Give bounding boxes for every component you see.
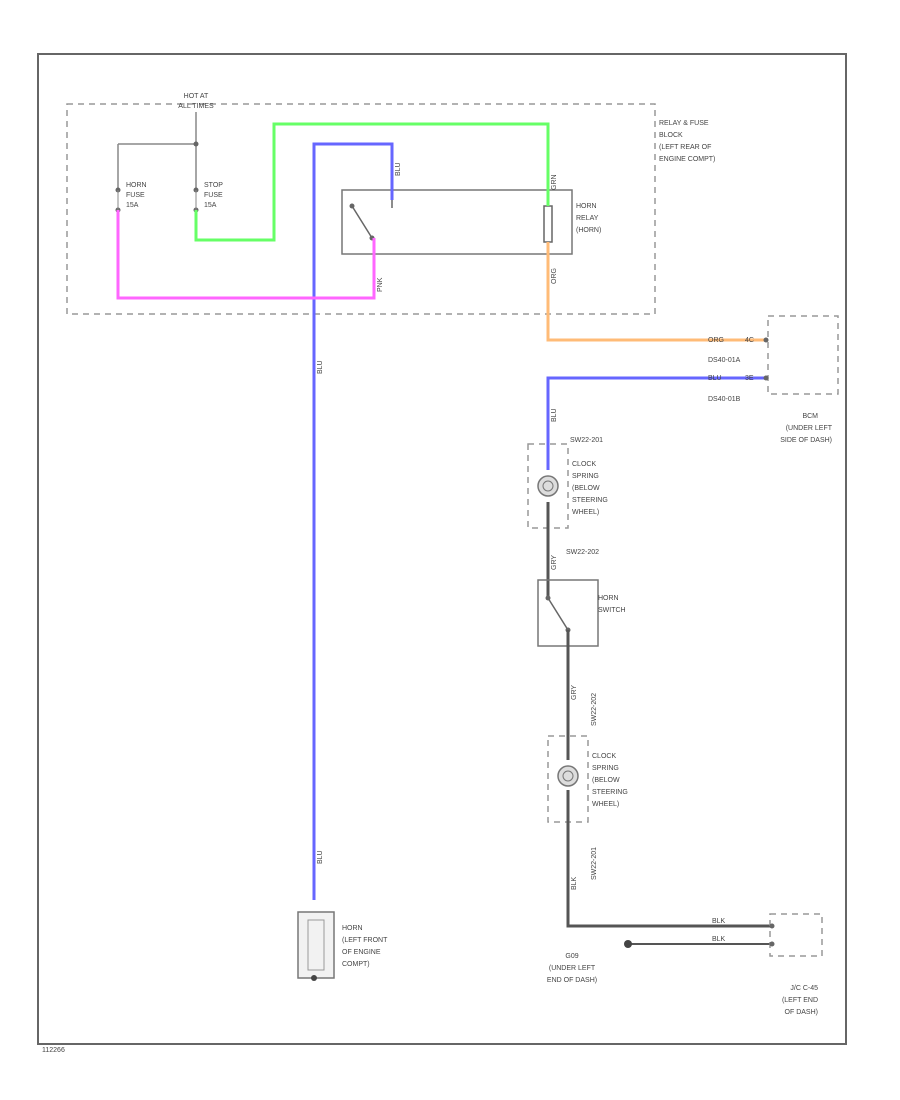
- bcm-label-2: (UNDER LEFT: [786, 425, 833, 432]
- junction-pin-dot: [769, 941, 775, 947]
- wire-label-pnk: PNK: [377, 277, 384, 292]
- clock-spring-lower-label-3: (BELOW: [592, 777, 620, 784]
- bcm-pin-dot: [763, 375, 769, 381]
- wire-label-blk-b: BLK: [712, 918, 726, 925]
- wire-label-grn: GRN: [551, 174, 558, 190]
- bcm-connector-b: DS40-01B: [708, 396, 741, 403]
- horn-label-3: OF ENGINE: [342, 949, 381, 956]
- ground-label-1: G09: [565, 953, 578, 960]
- stop-fuse: [193, 187, 199, 213]
- relay-block-label-4: ENGINE COMPT): [659, 156, 715, 163]
- clock-spring-lower-label-4: STEERING: [592, 789, 628, 796]
- hot-at-label-1: HOT AT: [184, 93, 209, 100]
- horn-fuse: [115, 187, 121, 213]
- wire-green: [194, 122, 550, 242]
- junction-label-3: OF DASH): [785, 1009, 818, 1016]
- ground-label-3: END OF DASH): [547, 977, 597, 984]
- wire-label-blk-a: BLK: [571, 876, 578, 890]
- horn-switch-label-2: SWITCH: [598, 607, 626, 614]
- relay-switch-contact: [351, 200, 393, 239]
- wire-blk: [566, 790, 770, 928]
- connector-mid: SW22-202: [566, 549, 599, 556]
- wire-blue-horn: [312, 142, 394, 900]
- horn-label-2: (LEFT FRONT: [342, 937, 388, 944]
- clock-spring-upper-label-4: STEERING: [572, 497, 608, 504]
- wire-magenta: [116, 210, 376, 300]
- clock-spring-upper-connector: SW22-201: [570, 437, 603, 444]
- stop-fuse-label-3: 15A: [204, 202, 217, 209]
- junction-label-1: J/C C-45: [790, 985, 818, 992]
- bcm-label-1: BCM: [802, 413, 818, 420]
- horn-inner: [307, 919, 325, 971]
- bus-junction-dot: [193, 141, 199, 147]
- wire-orange: [546, 242, 766, 342]
- wire-label-blu-cs: BLU: [551, 408, 558, 422]
- ground-dot: [624, 940, 632, 948]
- horn-fuse-label-1: HORN: [126, 182, 147, 189]
- horn-relay-label-3: (HORN): [576, 227, 601, 234]
- bcm-connector-a: DS40-01A: [708, 357, 741, 364]
- wire-label-blk-c: BLK: [712, 936, 726, 943]
- junction-label-2: (LEFT END: [782, 997, 818, 1004]
- stop-fuse-label-2: FUSE: [204, 192, 223, 199]
- clock-spring-upper-icon: [537, 475, 559, 497]
- clock-spring-lower-label-2: SPRING: [592, 765, 619, 772]
- relay-contact-dot: [349, 203, 355, 209]
- horn-switch-contact: [547, 597, 569, 631]
- horn-body: [297, 911, 335, 979]
- clock-spring-lower-label-5: WHEEL): [592, 801, 619, 808]
- clock-spring-upper-inner: [542, 480, 554, 492]
- wire-label-blu-left: BLU: [317, 360, 324, 374]
- hot-at-label-2: ALL TIMES: [178, 103, 214, 110]
- ground-label-2: (UNDER LEFT: [549, 965, 596, 972]
- bcm-connector-outline: [767, 315, 839, 395]
- horn-ground-dot: [311, 975, 317, 981]
- horn-relay-label-1: HORN: [576, 203, 597, 210]
- wire-label-blu-horn: BLU: [317, 850, 324, 864]
- clock-spring-upper-label-5: WHEEL): [572, 509, 599, 516]
- clock-spring-upper-label-1: CLOCK: [572, 461, 596, 468]
- bcm-pin-num-1: 4C: [745, 337, 754, 344]
- bcm-pin-wire-1: ORG: [708, 337, 724, 344]
- diagram-id: 112266: [42, 1047, 65, 1054]
- junction-outline: [769, 913, 823, 957]
- clock-spring-lower-label-1: CLOCK: [592, 753, 616, 760]
- wire-blue-cs: [546, 376, 766, 470]
- diagram-frame: [37, 53, 847, 1045]
- power-bus: [117, 112, 197, 190]
- junction-pin-dot: [769, 923, 775, 929]
- relay-block-label-1: RELAY & FUSE: [659, 120, 709, 127]
- horn-relay-label-2: RELAY: [576, 215, 599, 222]
- clock-spring-lower-inner: [562, 770, 574, 782]
- wire-label-gry2: GRY: [571, 685, 578, 700]
- wire-label-sw22-201b: SW22-201: [591, 847, 598, 880]
- wire-label-sw22-202b: SW22-202: [591, 693, 598, 726]
- relay-block-label-2: BLOCK: [659, 132, 683, 139]
- clock-spring-lower-icon: [557, 765, 579, 787]
- horn-label-4: COMPT): [342, 961, 370, 968]
- horn-switch-label-1: HORN: [598, 595, 619, 602]
- horn-fuse-label-2: FUSE: [126, 192, 145, 199]
- bcm-pin-wire-2: BLU: [708, 375, 722, 382]
- horn-label-1: HORN: [342, 925, 363, 932]
- horn-switch-dot: [545, 595, 551, 601]
- wire-label-blu-top: BLU: [395, 162, 402, 176]
- stop-fuse-label-1: STOP: [204, 182, 223, 189]
- horn-fuse-label-3: 15A: [126, 202, 139, 209]
- bcm-pin-dot: [763, 337, 769, 343]
- relay-coil: [543, 205, 553, 243]
- relay-block-label-3: (LEFT REAR OF: [659, 144, 711, 151]
- clock-spring-upper-label-2: SPRING: [572, 473, 599, 480]
- wire-label-gry1: GRY: [551, 555, 558, 570]
- clock-spring-upper-label-3: (BELOW: [572, 485, 600, 492]
- bcm-pin-num-2: 3E: [745, 375, 754, 382]
- horn-relay-box: [341, 189, 573, 255]
- bcm-label-3: SIDE OF DASH): [780, 437, 832, 444]
- wire-label-org: ORG: [551, 268, 558, 284]
- relay-fuse-block-outline: [66, 103, 656, 315]
